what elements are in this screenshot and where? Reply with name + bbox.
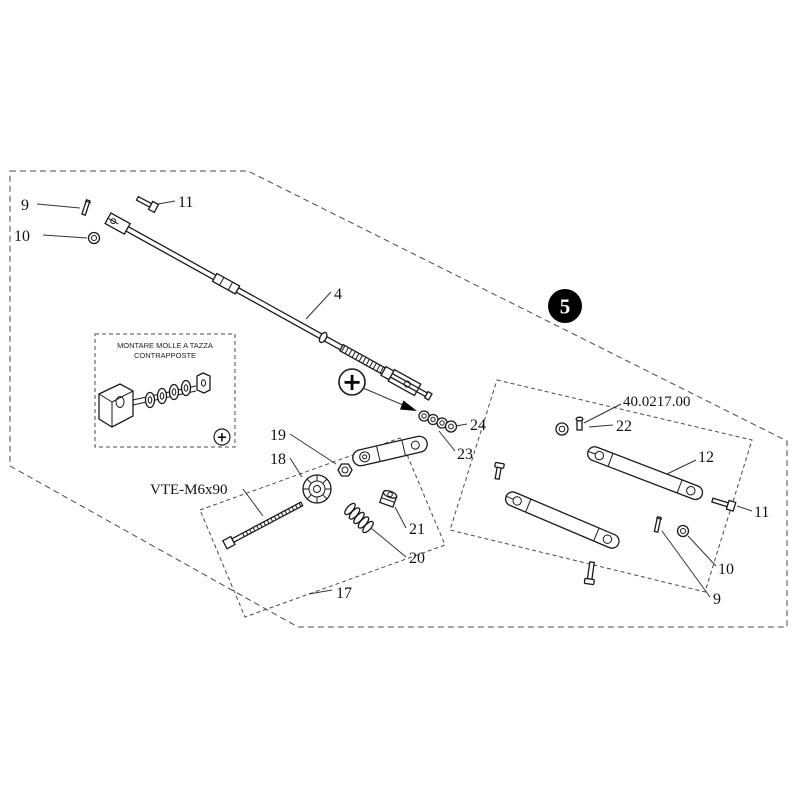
rod-thread-ticks — [341, 345, 384, 373]
link-arm-lower — [504, 491, 620, 549]
screw-spec-label: VTE-M6x90 — [150, 482, 228, 498]
sheet-badge: 5 — [548, 289, 582, 323]
inset-note-line2: CONTRAPPOSTE — [134, 351, 196, 360]
bolt-part-11-left — [135, 195, 160, 214]
star-knob-part-18 — [302, 474, 332, 504]
callout-10-right: 10 — [718, 561, 734, 578]
callout-9-right: 9 — [713, 591, 721, 608]
callout-17: 17 — [336, 585, 352, 602]
callout-20: 20 — [409, 550, 425, 567]
washer-part-10-right — [676, 524, 690, 538]
outer-dashed-boundary — [9, 170, 788, 628]
bolt-part-11-right — [711, 497, 737, 512]
callout-9-left: 9 — [21, 197, 29, 214]
disc-spring-stack — [418, 410, 458, 433]
inset-nut — [196, 372, 211, 394]
inset-note-line1: MONTARE MOLLE A TAZZA — [117, 341, 213, 350]
pin-part-9-left — [81, 198, 92, 216]
callout-23: 23 — [457, 446, 473, 463]
screw-vte-m6x90 — [221, 501, 304, 550]
callout-19: 19 — [270, 427, 286, 444]
crosshair-marker: + — [338, 368, 417, 411]
sheet-badge-number: 5 — [560, 295, 571, 319]
knob-knurl-ticks — [303, 475, 331, 503]
inset-disc-springs — [144, 379, 192, 409]
tie-rod-part-4 — [104, 212, 433, 401]
kit-number-label: 40.0217.00 — [623, 394, 691, 410]
washer-part-22 — [555, 422, 569, 436]
pin-part-9-right — [653, 515, 663, 533]
arrowhead — [400, 400, 417, 411]
callout-21: 21 — [409, 521, 425, 538]
callout-12: 12 — [698, 449, 714, 466]
subassembly-arms-boundary — [449, 379, 753, 593]
bolt-lower-arm — [583, 561, 596, 586]
inset-bracket — [98, 383, 134, 428]
link-plate — [352, 435, 428, 467]
spring-part-20 — [344, 502, 374, 534]
callout-22: 22 — [616, 418, 632, 435]
hex-nut-part-19 — [337, 463, 353, 477]
callout-11-right: 11 — [754, 504, 769, 521]
washer-part-10-left — [87, 231, 101, 245]
leader-lines — [36, 200, 753, 598]
link-arm-upper-part-12 — [587, 446, 704, 501]
callout-10-left: 10 — [14, 228, 30, 245]
stud-part-21 — [378, 490, 398, 508]
callout-24: 24 — [470, 417, 486, 434]
bolt-upper-small — [494, 461, 505, 481]
inset-note-box: MONTARE MOLLE A TAZZA CONTRAPPOSTE + — [94, 333, 236, 448]
rivet-pin — [575, 416, 584, 431]
crosshair-plus: + — [342, 368, 362, 396]
callout-18: 18 — [270, 451, 286, 468]
screw-thread-ticks — [242, 502, 302, 537]
callout-11-left: 11 — [178, 194, 193, 211]
callout-4: 4 — [334, 286, 342, 303]
inset-plus-marker: + — [217, 431, 228, 446]
